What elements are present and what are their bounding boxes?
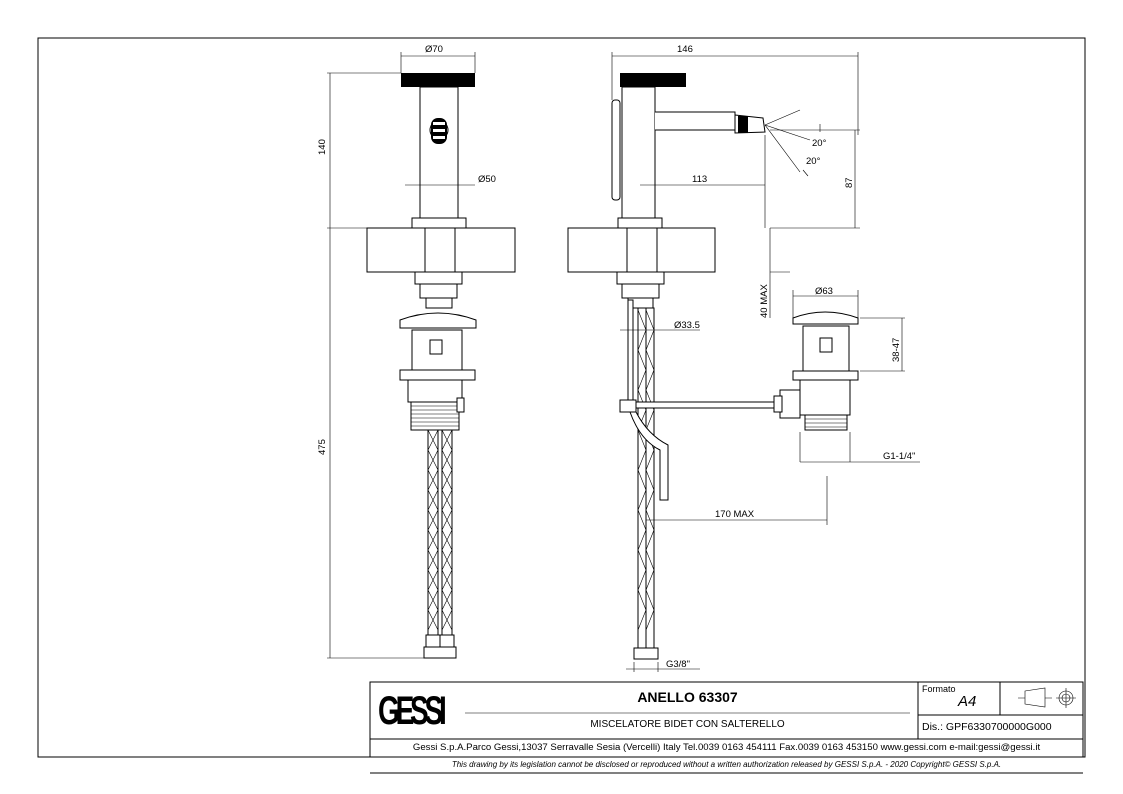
dim-g3-8: G3/8": [666, 659, 690, 670]
dim-d63: Ø63: [815, 286, 833, 297]
dim-d33-5: Ø33.5: [674, 320, 700, 331]
dim-146: 146: [677, 44, 693, 55]
lever-rod: [611, 99, 621, 201]
dimension-lines: [327, 52, 920, 672]
dim-angle-bottom: 20°: [806, 156, 821, 167]
side-view: [567, 73, 859, 660]
dim-d70: Ø70: [425, 44, 443, 55]
drawing-frame: [37, 37, 1086, 758]
supply-hoses: [423, 429, 457, 659]
dim-170-max: 170 MAX: [715, 509, 755, 520]
drawing-number: Dis.: GPF6330700000G000: [922, 721, 1052, 733]
dim-87: 87: [844, 177, 855, 188]
body: [419, 86, 459, 219]
dim-g1-1-4: G1-1/4": [883, 451, 915, 462]
popup-rod-vertical: [627, 299, 634, 411]
dim-40-max: 40 MAX: [759, 284, 770, 318]
handle-disc: [401, 73, 475, 87]
format-value: A4: [958, 693, 977, 710]
gessi-logo: GESSI: [378, 689, 447, 733]
format-label: Formato: [922, 684, 956, 694]
dim-113: 113: [692, 174, 707, 185]
copyright-disclaimer: This drawing by its legislation cannot b…: [451, 760, 1002, 769]
dim-475: 475: [317, 439, 328, 455]
dim-38-47: 38-47: [891, 338, 902, 362]
dim-140: 140: [317, 139, 328, 155]
dim-d50: Ø50: [478, 174, 496, 185]
dimension-labels: Ø70 146 140 Ø50 113 20° 20° 87 40 MAX Ø6…: [317, 44, 915, 670]
title-block-grid: [369, 681, 1084, 774]
first-angle-projection-icon: [1018, 687, 1076, 708]
popup-cap: [399, 312, 477, 329]
front-view: [366, 73, 516, 659]
company-address: Gessi S.p.A.Parco Gessi,13037 Serravalle…: [412, 742, 1041, 753]
popup-rod-horizontal: [635, 401, 779, 409]
dim-angle-top: 20°: [812, 138, 827, 149]
drawing-title: ANELLO 63307: [637, 689, 738, 705]
drawing-subtitle: MISCELATORE BIDET CON SALTERELLO: [590, 719, 785, 730]
spout: [655, 111, 736, 131]
